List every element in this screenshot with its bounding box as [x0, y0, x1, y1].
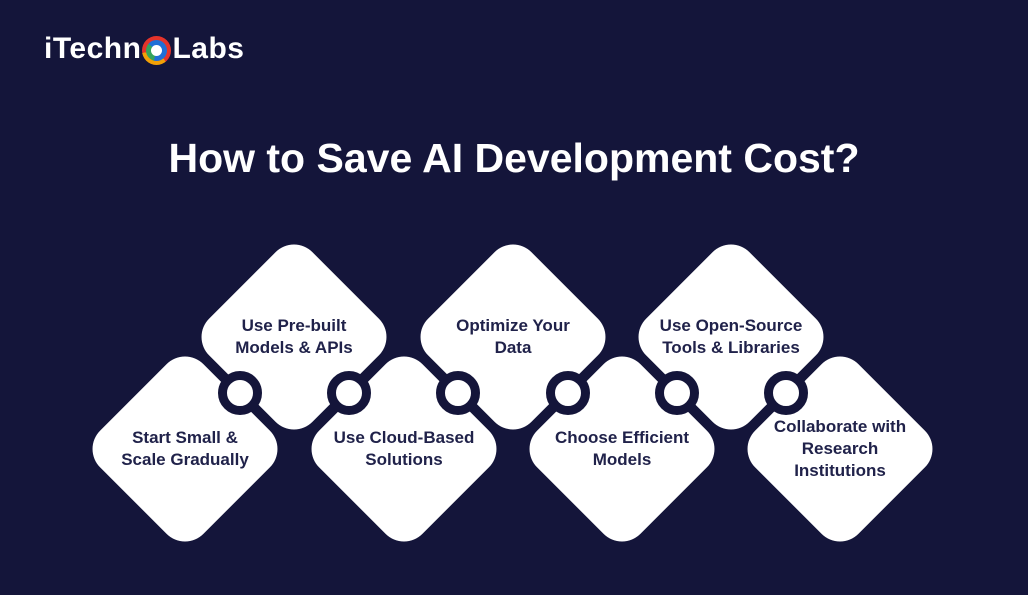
page-title: How to Save AI Development Cost? [168, 135, 860, 181]
diamond-node-label: Start Small & Scale Gradually [121, 428, 249, 469]
logo: iTechn Labs [44, 32, 244, 66]
diamond-node-label: Collaborate with Research Institutions [773, 417, 907, 480]
diamond-node-label: Choose Efficient Models [554, 428, 690, 469]
diamond-node-label: Use Open-Source Tools & Libraries [659, 316, 803, 357]
multicolor-ring-inner [146, 39, 168, 61]
diamond-node-collaborate-research: Collaborate with Research Institutions [736, 345, 944, 553]
logo-text-suffix: Labs [172, 32, 245, 65]
connector-circle [218, 371, 262, 415]
diamond-node-label: Use Cloud-Based Solutions [333, 428, 475, 469]
connector-circle [436, 371, 480, 415]
logo-text-prefix: iTechn [44, 32, 142, 65]
connector-circle [327, 371, 371, 415]
multicolor-ring-icon [142, 35, 172, 65]
multicolor-ring-core [151, 44, 163, 56]
connector-circle [764, 371, 808, 415]
diamond-node-label: Optimize Your Data [456, 316, 570, 357]
diamond-node-label: Use Pre-built Models & APIs [235, 316, 353, 357]
connector-circle [655, 371, 699, 415]
connector-circle [546, 371, 590, 415]
